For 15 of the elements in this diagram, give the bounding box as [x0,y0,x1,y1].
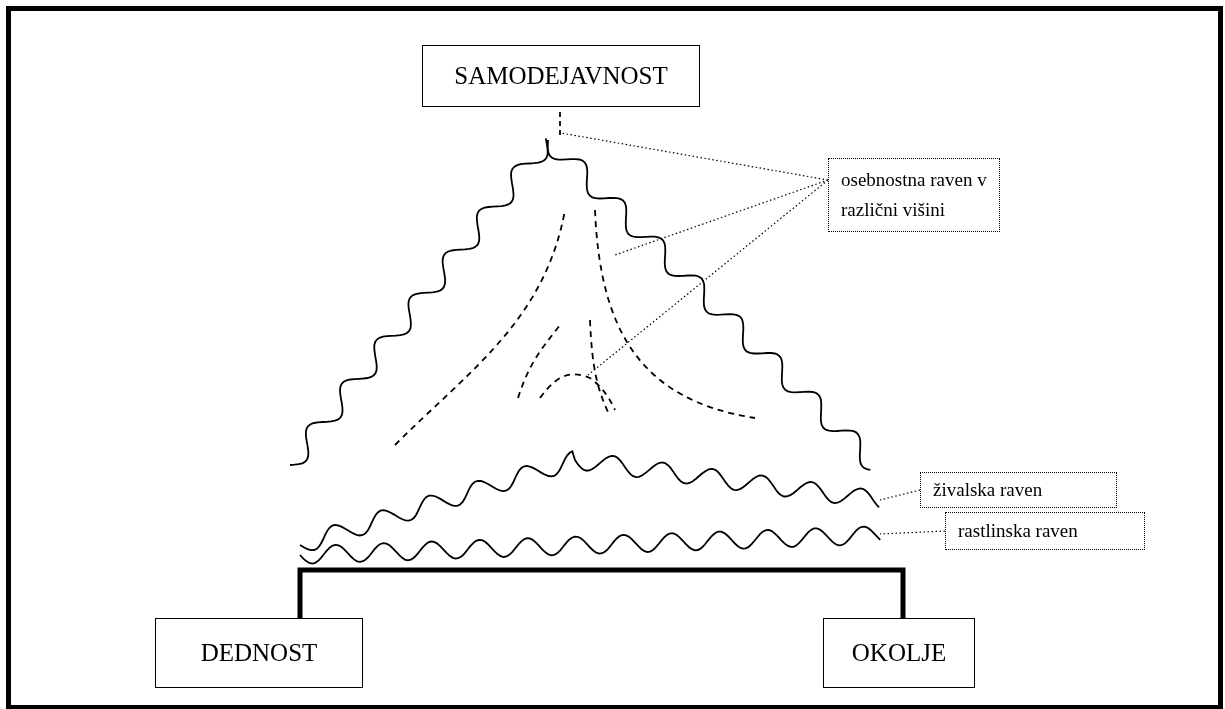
dashed-curve [394,209,756,446]
note-box: živalska raven [920,472,1117,508]
leader-line [614,179,829,256]
note-box: osebnostna raven v različni višini [828,158,1000,232]
bracket-line [297,567,906,618]
concept-box: DEDNOST [155,618,363,688]
wavy-line [299,450,880,551]
dashed-line [559,111,561,136]
leader-line [879,530,946,535]
concept-box: OKOLJE [823,618,975,688]
leader-line [879,489,921,501]
wavy-line [299,525,882,565]
concept-box: SAMODEJAVNOST [422,45,700,107]
note-box: rastlinska raven [945,512,1145,550]
leader-line [587,179,829,376]
